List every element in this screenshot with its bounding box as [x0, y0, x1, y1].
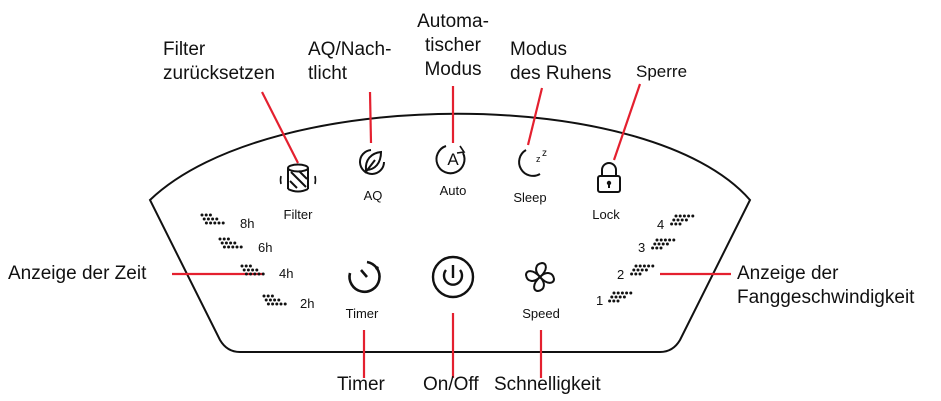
speed-dots-1 — [608, 291, 633, 303]
leader-sleep — [526, 87, 544, 146]
timer-button[interactable]: Timer — [346, 260, 381, 321]
time-dots-4h — [240, 264, 265, 276]
callout-timer: Timer — [337, 374, 385, 395]
speed-label-1: 1 — [596, 293, 603, 308]
lock-label: Lock — [592, 207, 620, 222]
speed-label: Speed — [522, 306, 560, 321]
leaf-icon — [359, 149, 385, 175]
callout-speed: Schnelligkeit — [494, 374, 601, 395]
auto-button[interactable]: A Auto — [435, 145, 467, 198]
speed-label-4: 4 — [657, 217, 664, 232]
power-button[interactable] — [431, 255, 475, 299]
speed-dots-4 — [670, 214, 695, 226]
time-dots-2h — [262, 294, 287, 306]
auto-label: Auto — [440, 183, 467, 198]
time-dots-8h — [200, 213, 225, 225]
callout-aq-night: AQ/Nach- tlicht — [308, 39, 392, 84]
time-dots-6h — [218, 237, 243, 249]
filter-icon — [279, 163, 317, 193]
time-label-2h: 2h — [300, 296, 314, 311]
sleep-z-large: z — [542, 148, 547, 159]
auto-glyph: A — [447, 150, 459, 169]
speed-label-3: 3 — [638, 240, 645, 255]
filter-label: Filter — [284, 207, 314, 222]
lock-icon — [597, 162, 621, 193]
callout-speed-indicator: Anzeige der Fanggeschwindigkeit — [737, 263, 915, 308]
callout-on-off: On/Off — [423, 374, 479, 395]
aq-label: AQ — [364, 188, 383, 203]
sleep-label: Sleep — [513, 190, 546, 205]
fan-icon — [524, 261, 556, 293]
panel-outline — [148, 112, 752, 353]
time-indicator: 8h 6h 4h 2h — [200, 213, 314, 311]
power-icon — [431, 255, 475, 299]
callout-auto-mode: Automa- tischer Modus — [417, 11, 489, 80]
moon-icon — [518, 149, 541, 177]
sleep-button[interactable]: z z Sleep — [513, 148, 547, 205]
aq-button[interactable]: AQ — [359, 149, 385, 203]
timer-icon — [348, 260, 381, 294]
speed-indicator: 4 3 2 1 — [596, 214, 695, 308]
timer-label: Timer — [346, 306, 379, 321]
time-label-8h: 8h — [240, 216, 254, 231]
speed-dots-2 — [630, 264, 655, 276]
time-label-6h: 6h — [258, 240, 272, 255]
callout-time-indicator: Anzeige der Zeit — [8, 263, 147, 284]
filter-button[interactable]: Filter — [279, 163, 317, 223]
leader-filter — [261, 91, 299, 164]
callout-filter-reset: Filter zurücksetzen — [163, 39, 275, 84]
speed-dots-3 — [651, 238, 676, 250]
speed-label-2: 2 — [617, 267, 624, 282]
lock-button[interactable]: Lock — [592, 162, 621, 222]
time-label-4h: 4h — [279, 266, 293, 281]
leader-lines — [172, 83, 731, 378]
speed-button[interactable]: Speed — [522, 261, 560, 321]
leader-lock — [612, 83, 642, 161]
sleep-z-small: z — [536, 154, 541, 164]
callout-sleep-mode: Modus des Ruhens — [510, 39, 612, 84]
auto-icon — [435, 145, 466, 175]
leader-aq — [368, 91, 373, 144]
callout-lock: Sperre — [636, 62, 688, 81]
